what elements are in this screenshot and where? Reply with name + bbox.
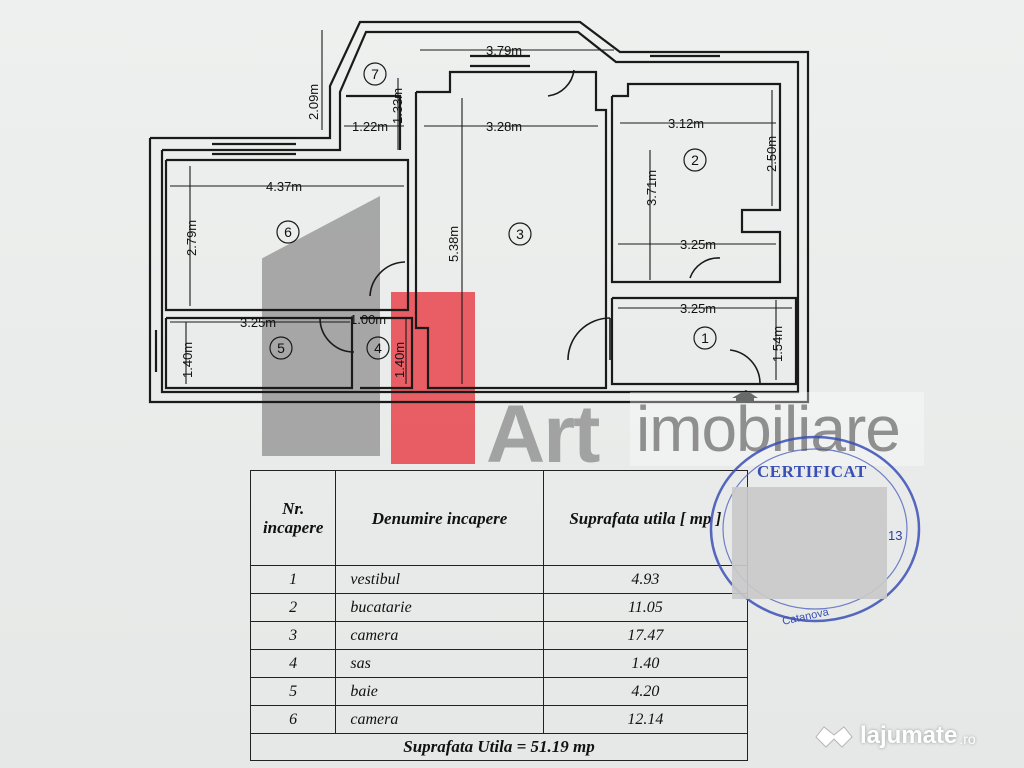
dim-label: 5.38m bbox=[446, 226, 461, 262]
row-nr: 6 bbox=[249, 705, 337, 734]
dim-label: 1.22m bbox=[352, 119, 388, 134]
room-1-wall bbox=[610, 296, 798, 386]
table-total-row: Suprafata Utila = 51.19 mp bbox=[250, 733, 748, 761]
row-nr: 1 bbox=[249, 565, 337, 594]
room-number-7: 7 bbox=[371, 66, 379, 82]
room-3-wall bbox=[414, 70, 608, 390]
dim-label: 1.40m bbox=[392, 342, 407, 378]
row-nr: 2 bbox=[249, 593, 337, 622]
handshake-logo-icon bbox=[815, 726, 853, 748]
table-row: 4 sas 1.40 bbox=[249, 649, 749, 678]
room-number-3: 3 bbox=[516, 226, 524, 242]
site-watermark: lajumate .ro bbox=[814, 722, 976, 750]
room-number-4: 4 bbox=[374, 340, 382, 356]
dim-label: 1.33m bbox=[390, 88, 405, 124]
dim-label: 1.00m bbox=[350, 312, 386, 327]
total-area: Suprafata Utila = 51.19 mp bbox=[250, 733, 748, 761]
stamp-digits: 13 bbox=[888, 528, 903, 543]
row-area: 11.05 bbox=[542, 593, 749, 622]
door-swings bbox=[319, 69, 761, 385]
dim-label: 3.25m bbox=[680, 237, 716, 252]
watermark-red-block bbox=[391, 292, 475, 464]
floor-plan: 3.79m 2.09m 1.33m 1.22m 3.28m 3.12m 2.50… bbox=[148, 20, 810, 404]
dim-label: 2.79m bbox=[184, 220, 199, 256]
outer-wall bbox=[148, 20, 810, 404]
watermark-imobiliare-text: imobiliare bbox=[630, 392, 924, 466]
header-nr: Nr. incapere bbox=[249, 470, 337, 566]
room-2-wall bbox=[610, 82, 782, 284]
site-tld: .ro bbox=[959, 731, 976, 747]
dim-label: 1.40m bbox=[180, 342, 195, 378]
room-5-wall bbox=[164, 316, 354, 390]
dimension-lines bbox=[170, 30, 792, 384]
dim-label: 2.09m bbox=[306, 84, 321, 120]
table-row: 3 camera 17.47 bbox=[249, 621, 749, 650]
row-nr: 4 bbox=[249, 649, 337, 678]
room-number-5: 5 bbox=[277, 340, 285, 356]
row-name: sas bbox=[335, 649, 544, 678]
dim-label: 3.25m bbox=[240, 315, 276, 330]
row-area: 4.20 bbox=[542, 677, 749, 706]
row-name: bucatarie bbox=[335, 593, 544, 622]
site-name: lajumate bbox=[860, 722, 958, 749]
dim-label: 3.71m bbox=[644, 170, 659, 206]
header-name: Denumire incapere bbox=[335, 470, 544, 566]
row-nr: 3 bbox=[249, 621, 337, 650]
table-row: 5 baie 4.20 bbox=[249, 677, 749, 706]
stamp-redacted-area bbox=[732, 487, 887, 599]
outer-wall-inner bbox=[160, 30, 800, 394]
room-7-wall bbox=[346, 94, 402, 150]
dim-label: 3.28m bbox=[486, 119, 522, 134]
dim-label: 3.79m bbox=[486, 43, 522, 58]
row-area: 12.14 bbox=[542, 705, 749, 734]
room-number-2: 2 bbox=[691, 152, 699, 168]
row-area: 4.93 bbox=[542, 565, 749, 594]
table-row: 2 bucatarie 11.05 bbox=[249, 593, 749, 622]
room-6-wall bbox=[164, 158, 410, 312]
row-name: baie bbox=[335, 677, 544, 706]
stamp-title: CERTIFICAT bbox=[757, 462, 867, 481]
room-number-circles bbox=[269, 62, 717, 360]
row-name: vestibul bbox=[335, 565, 544, 594]
row-area: 1.40 bbox=[542, 649, 749, 678]
dim-label: 1.54m bbox=[770, 326, 785, 362]
dim-label: 2.50m bbox=[764, 136, 779, 172]
room-number-6: 6 bbox=[284, 224, 292, 240]
certification-stamp bbox=[709, 435, 921, 623]
dim-label: 3.12m bbox=[668, 116, 704, 131]
row-nr: 5 bbox=[249, 677, 337, 706]
row-name: camera bbox=[335, 621, 544, 650]
room-4-wall bbox=[360, 316, 414, 390]
rooms-table: Nr. incapere Denumire incapere Suprafata… bbox=[249, 470, 749, 761]
dim-label: 4.37m bbox=[266, 179, 302, 194]
watermark-art-text: Art bbox=[486, 389, 600, 480]
room-number-1: 1 bbox=[701, 330, 709, 346]
row-name: camera bbox=[335, 705, 544, 734]
dim-label: 3.25m bbox=[680, 301, 716, 316]
table-header-row: Nr. incapere Denumire incapere Suprafata… bbox=[249, 470, 749, 566]
table-row: 6 camera 12.14 bbox=[249, 705, 749, 734]
table-row: 1 vestibul 4.93 bbox=[249, 565, 749, 594]
